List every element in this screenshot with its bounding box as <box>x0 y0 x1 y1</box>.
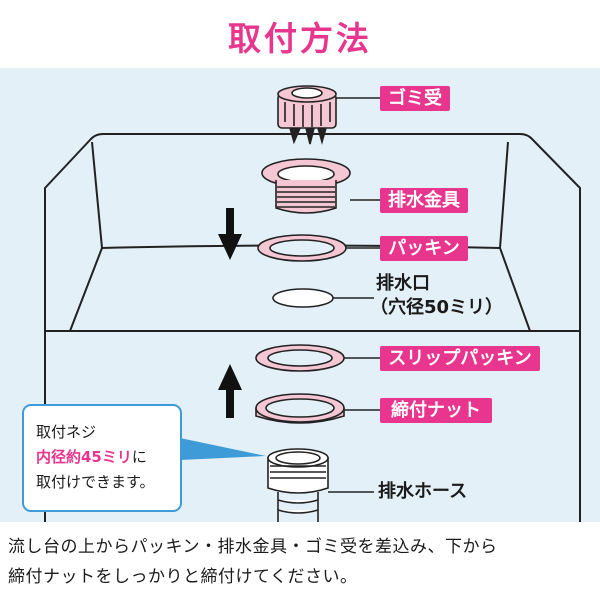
instructions: 流し台の上からパッキン・排水金具・ゴミ受を差込み、下から 締付ナットをしっかりと… <box>8 532 596 592</box>
label-drain-hole-line1: 排水口 <box>376 273 430 294</box>
note-line3: 取付けできます。 <box>36 473 155 491</box>
instructions-line2: 締付ナットをしっかりと締付けてください。 <box>8 567 358 587</box>
drain-fitting-part <box>261 158 351 214</box>
label-packing: パッキン <box>380 236 468 261</box>
label-drain-hole: 排水口 （穴径50ミリ） <box>370 272 503 320</box>
note-line1: 取付ネジ <box>36 423 97 441</box>
instructions-line1: 流し台の上からパッキン・排水金具・ゴミ受を差込み、下から <box>8 537 498 557</box>
arrow-up-icon <box>218 364 242 418</box>
note-box: 取付ネジ 内径約45ミリに 取付けできます。 <box>22 404 182 512</box>
arrow-down-icon <box>218 208 242 260</box>
drain-hose-part <box>267 448 329 522</box>
slip-packing-part <box>255 344 345 372</box>
drain-hole <box>272 288 334 308</box>
label-drain-fitting: 排水金具 <box>380 188 468 213</box>
note-line2-row: 内径約45ミリに <box>36 445 174 470</box>
tightening-nut-part <box>255 393 345 424</box>
packing-part <box>257 234 347 262</box>
note-line2-highlight: 内径約45ミリ <box>36 448 132 466</box>
note-line2-suffix: に <box>131 448 147 466</box>
note-pointer <box>180 438 266 460</box>
label-drain-hose: 排水ホース <box>378 481 468 502</box>
strainer-part <box>277 85 337 145</box>
label-strainer: ゴミ受 <box>380 86 450 111</box>
label-slip-packing: スリップパッキン <box>380 346 540 371</box>
label-tightening-nut: 締付ナット <box>380 398 492 423</box>
label-drain-hole-line2: （穴径50ミリ） <box>370 297 504 318</box>
page-title: 取付方法 <box>228 19 372 58</box>
installation-diagram <box>44 85 581 522</box>
